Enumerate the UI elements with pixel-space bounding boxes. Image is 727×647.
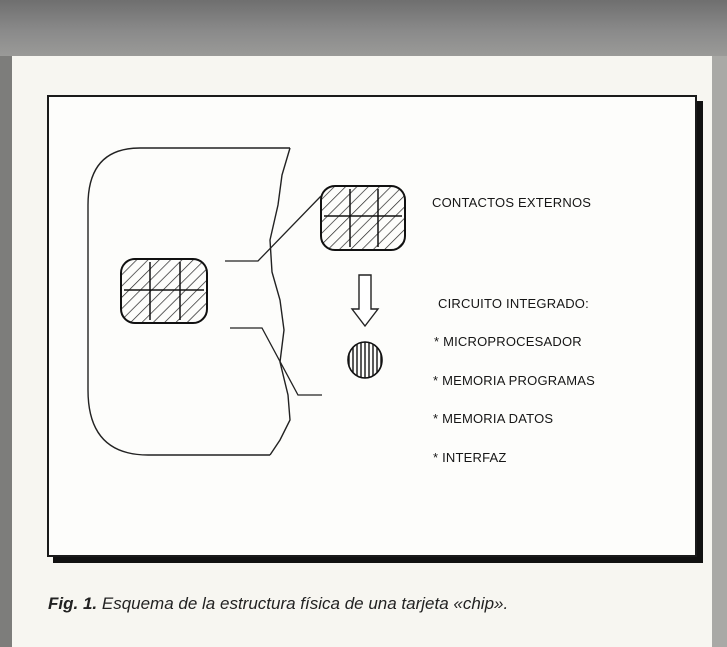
caption-text: Esquema de la estructura física de una t… xyxy=(101,594,509,613)
card-outline xyxy=(87,147,290,456)
right-border xyxy=(712,56,727,647)
label-external-contacts: CONTACTOS EXTERNOS xyxy=(432,195,592,210)
label-data-memory: * MEMORIA DATOS xyxy=(433,411,554,426)
figure-frame xyxy=(47,95,697,557)
label-program-memory: * MEMORIA PROGRAMAS xyxy=(433,373,595,388)
caption-figure-number: Fig. 1. xyxy=(48,594,98,613)
label-microprocessor: * MICROPROCESADOR xyxy=(434,334,582,349)
integrated-circuit-disc xyxy=(347,341,383,379)
header-band xyxy=(0,0,727,56)
leader-line-top xyxy=(225,195,322,262)
card-contact-pad xyxy=(120,258,208,324)
down-arrow xyxy=(350,274,380,328)
figure-caption: Fig. 1. Esquema de la estructura física … xyxy=(48,594,508,614)
external-contacts-enlarged xyxy=(320,185,406,251)
label-interface: * INTERFAZ xyxy=(433,450,507,465)
left-border xyxy=(0,56,12,647)
leader-line-bottom xyxy=(230,327,322,396)
card-cut-edge xyxy=(269,147,291,456)
label-integrated-circuit: CIRCUITO INTEGRADO: xyxy=(438,296,589,311)
